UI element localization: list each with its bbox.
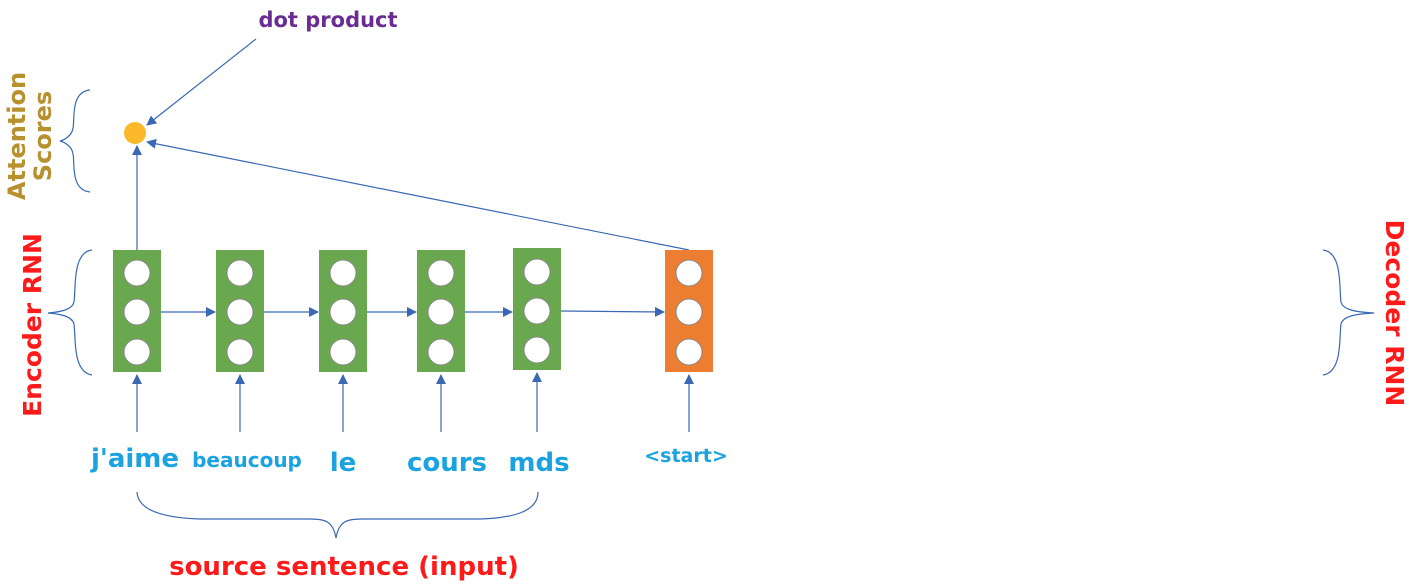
attention-scores-label-line1: Attention [3,72,31,200]
input-word: cours [407,448,487,478]
input-word: j'aime [90,444,179,474]
hidden-unit [523,297,551,325]
hidden-unit [123,338,151,366]
hidden-unit [427,298,455,326]
hidden-unit [427,338,455,366]
encoder-brace [47,249,93,376]
hidden-unit [675,298,703,326]
attention-scores-label-line2: Scores [29,91,57,181]
attention-score-dot [124,122,146,144]
hidden-unit [226,259,254,287]
dot-product-label: dot product [258,8,397,32]
hidden-unit [523,258,551,286]
source-sentence-brace [136,491,539,539]
hidden-unit [226,338,254,366]
decoder-to-score-arrow [146,138,690,251]
hidden-unit [329,338,357,366]
input-word: beaucoup [192,448,302,472]
encoder-cell [216,250,264,372]
hidden-unit [123,259,151,287]
decoder-input-token: <start> [644,445,728,467]
hidden-unit [675,338,703,366]
encoder-rnn-label: Encoder RNN [18,233,47,417]
hidden-unit [329,298,357,326]
decoder-cell [665,250,713,372]
encoder-to-decoder-arrow [560,306,665,317]
encoder-cell [113,250,161,372]
hidden-unit [329,259,357,287]
encoder-cell [319,250,367,372]
hidden-unit [226,298,254,326]
hidden-unit [123,298,151,326]
decoder-rnn-label: Decoder RNN [1380,220,1409,407]
attention-brace [59,89,91,193]
dot-product-arrow [146,38,257,126]
hidden-unit [523,336,551,364]
source-sentence-label: source sentence (input) [169,552,519,582]
input-word: mds [508,448,569,478]
decoder-brace [1322,249,1375,376]
input-word: le [330,448,357,478]
hidden-unit [427,259,455,287]
encoder-cell [417,250,465,372]
encoder-cell [513,248,561,370]
hidden-unit [675,259,703,287]
